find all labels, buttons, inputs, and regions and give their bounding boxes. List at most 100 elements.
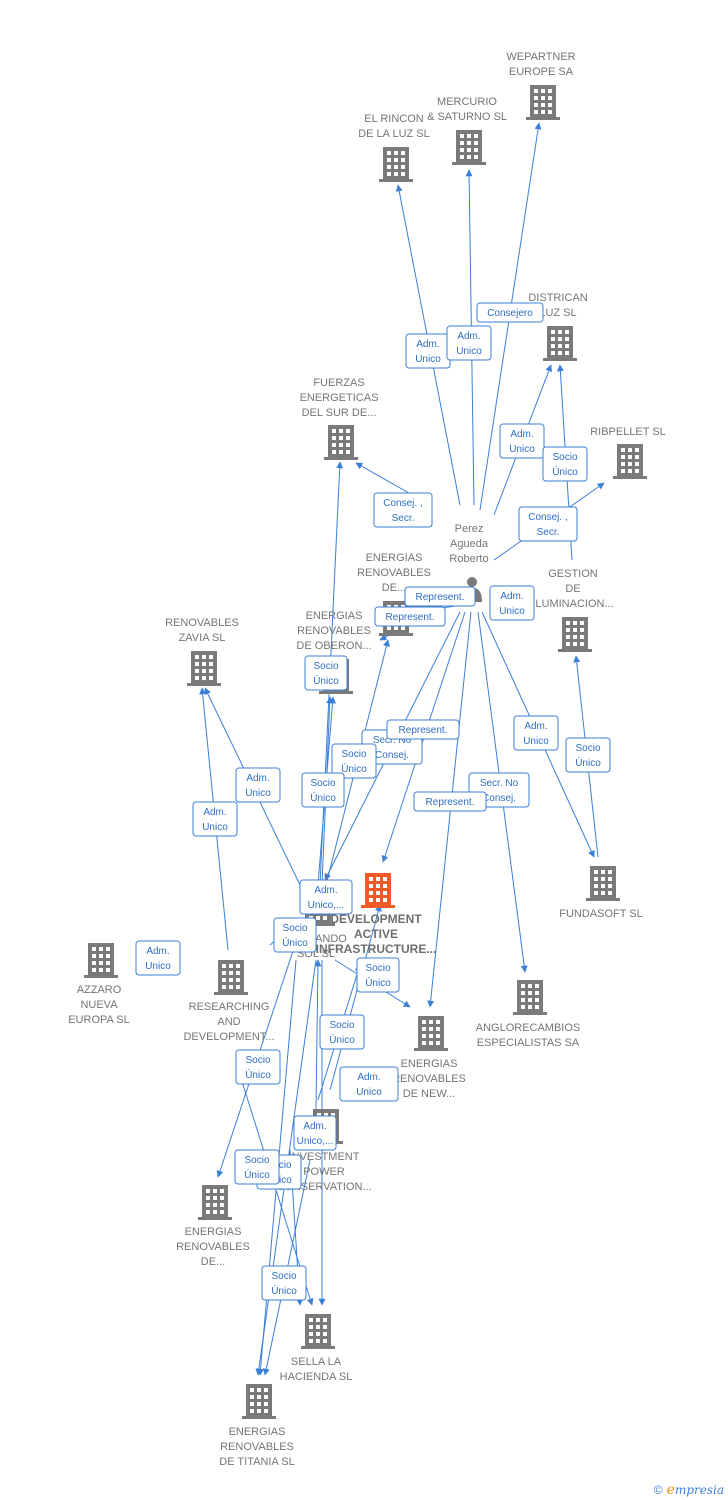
edge-label-text: Consej. ,	[528, 512, 567, 523]
company-name-line: FUNDASOFT SL	[559, 908, 643, 920]
edge-label-text: Consej. ,	[383, 498, 422, 509]
edge-label-text: Unico	[356, 1087, 382, 1098]
edge-label-text: Adm.	[457, 331, 480, 342]
edge-label-e28: Adm.Unico	[339, 1066, 399, 1102]
company-node-energias_new[interactable]: ENERGIAS RENOVABLES DE NEW...	[392, 1016, 466, 1100]
edge-label-text: Adm.	[303, 1121, 326, 1132]
edge-label-e19: Represent.	[413, 791, 487, 812]
person-name-line: Agueda	[450, 538, 489, 550]
company-name-line: DE...	[201, 1256, 225, 1268]
edge-label-text: Unico,...	[297, 1136, 334, 1147]
edge-label-text: Unico	[499, 606, 525, 617]
edge-label-text: Consej.	[375, 750, 409, 761]
company-name-line: RENOVABLES	[176, 1241, 250, 1253]
company-node-energias_de[interactable]: ENERGIASRENOVABLESDE...	[357, 552, 431, 636]
edge-label-text: Socio	[341, 749, 366, 760]
company-node-main[interactable]: DEVELOPMENTACTIVEINFRASTRUCTURE...	[316, 873, 437, 956]
edge-label-text: Socio	[575, 743, 600, 754]
company-name-line: ZAVIA SL	[179, 632, 226, 644]
edge-label-e17: Adm. Unico	[235, 767, 281, 803]
edge-label-e2: Adm.Unico	[405, 333, 451, 369]
company-name-line: & SATURNO SL	[427, 111, 507, 123]
edge-label-text: Represent.	[416, 592, 465, 603]
edge-label-text: Secr. No	[373, 735, 412, 746]
building-icon	[414, 1016, 448, 1051]
company-name-line: DEVELOPMENT...	[183, 1031, 274, 1043]
edge-label-text: Único	[341, 762, 367, 775]
company-name-line: EUROPA SL	[68, 1014, 130, 1026]
edge-label-layer: ConsejeroAdm.UnicoAdm.UnicoAdm.UnicoSoci…	[135, 302, 611, 1301]
company-name-line: GESTION	[548, 568, 598, 580]
edge-label-text: Adm.	[246, 773, 269, 784]
company-name-line: RENOVABLES	[392, 1073, 466, 1085]
person-name-line: Perez	[455, 523, 484, 535]
company-name-line: ANGLORECAMBIOS	[476, 1022, 581, 1034]
edge-label-e3: Adm. Unico	[446, 325, 492, 361]
building-icon	[558, 617, 592, 652]
company-name-line: AND	[217, 1016, 240, 1028]
building-icon	[526, 85, 560, 120]
edge-label-e23: Adm. Unico,...	[299, 879, 353, 915]
company-name-line: DE LA LUZ SL	[358, 128, 430, 140]
building-icon-highlighted	[361, 873, 395, 908]
company-name-line: DEL SUR DE...	[302, 407, 377, 419]
building-icon	[242, 1384, 276, 1419]
edge-label-text: Unico	[245, 788, 271, 799]
brand-logo: empresia	[666, 1482, 724, 1498]
edge-label-text: Secr.	[537, 527, 560, 538]
company-name-line: RIBPELLET SL	[590, 426, 666, 438]
building-icon	[613, 444, 647, 479]
company-name-line: SELLA LA	[291, 1356, 342, 1368]
edge-label-e4: Adm.Unico	[499, 423, 545, 459]
edge-label-text: Socio	[244, 1155, 269, 1166]
edge-label-text: Socio	[329, 1020, 354, 1031]
company-node-mercurio[interactable]: MERCURIO & SATURNO SL	[427, 96, 507, 165]
edge-label-text: Único	[365, 976, 391, 989]
company-name-line: WEPARTNER	[506, 51, 575, 63]
company-name-line: ILUMINACION...	[532, 598, 613, 610]
edge-label-e7: Consej. , Secr.	[518, 506, 578, 542]
company-name-line: DISTRICAN	[528, 292, 587, 304]
company-name-line: ACTIVE	[354, 927, 398, 941]
building-icon	[452, 130, 486, 165]
edge-label-text: Socio	[365, 963, 390, 974]
company-name-line: DE TITANIA SL	[219, 1456, 294, 1468]
company-node-anglorecambios[interactable]: ANGLORECAMBIOS ESPECIALISTAS SA	[476, 980, 581, 1049]
brand-name: mpresia	[674, 1483, 724, 1497]
company-node-ribpellet[interactable]: RIBPELLET SL	[590, 426, 666, 479]
company-name-line: ENERGIAS	[401, 1058, 458, 1070]
edge-label-text: Secr.	[392, 513, 415, 524]
edge-label-text: Unico	[456, 346, 482, 357]
company-name-line: DE...	[382, 582, 406, 594]
company-name-line: ESPECIALISTAS SA	[477, 1037, 580, 1049]
company-node-renovables_zavia[interactable]: RENOVABLES ZAVIA SL	[165, 617, 239, 686]
company-node-fundasoft[interactable]: FUNDASOFT SL	[559, 866, 643, 920]
edge-label-text: Unico,...	[308, 900, 345, 911]
relation-edge	[314, 959, 322, 1111]
company-name-line: MERCURIO	[437, 96, 497, 108]
company-name-line: DE NEW...	[403, 1088, 456, 1100]
company-node-gestion[interactable]: GESTIONDEILUMINACION...	[532, 568, 614, 652]
edge-label-text: Adm.	[500, 591, 523, 602]
edge-label-text: Unico	[509, 444, 535, 455]
company-name-line: ENERGIAS	[229, 1426, 286, 1438]
company-name-line: POWER	[303, 1166, 345, 1178]
edge-label-text: Único	[244, 1168, 270, 1181]
company-node-energias_de2[interactable]: ENERGIASRENOVABLESDE...	[176, 1185, 250, 1268]
brand-initial: e	[666, 1482, 675, 1498]
edge-label-text: Adm.	[314, 885, 337, 896]
company-name-line: RENOVABLES	[165, 617, 239, 629]
company-node-researching[interactable]: RESEARCHINGANDDEVELOPMENT...	[183, 960, 275, 1043]
